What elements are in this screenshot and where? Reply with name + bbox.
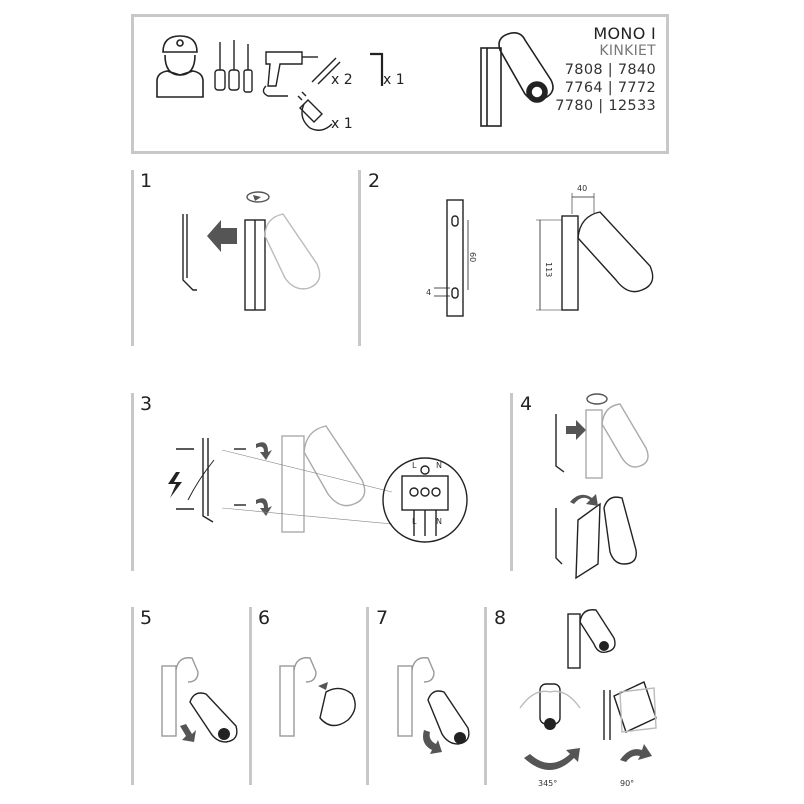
- screw-rotate-icon: [256, 442, 272, 460]
- step-4-divider: [510, 393, 513, 571]
- step-7-illustration: [397, 657, 470, 754]
- product-code-line: 7780 | 12533: [555, 98, 656, 114]
- step-7-divider: [366, 607, 369, 785]
- terminal-label-n: N: [436, 517, 442, 526]
- anchor-icon: [311, 57, 341, 85]
- mounting-bracket: [182, 214, 197, 291]
- terminal-block: [401, 475, 449, 511]
- drill-icon: [262, 51, 318, 97]
- arrow-right-icon: [566, 420, 586, 440]
- dim-spacing: 60: [468, 252, 477, 262]
- terminal-label-n: N: [436, 461, 442, 470]
- step-number: 2: [368, 170, 381, 192]
- lamp-side: [561, 215, 579, 311]
- angle-tilt: 90°: [620, 779, 634, 788]
- step-4-illustration: [555, 393, 649, 580]
- step-8-divider: [484, 607, 487, 785]
- dim-offset: 4: [426, 288, 431, 297]
- header-box: [131, 14, 669, 154]
- terminal-label-l: L: [412, 461, 417, 470]
- step-number: 8: [494, 607, 507, 629]
- step-6-illustration: [279, 657, 356, 737]
- step-number: 7: [376, 607, 389, 629]
- bulb-icon: [297, 91, 333, 131]
- step-number: 4: [520, 393, 533, 415]
- screw-rotate-icon: [256, 498, 272, 516]
- allen-key-icon: [370, 52, 384, 86]
- product-code-line: 7808 | 7840: [564, 62, 656, 78]
- step-8-illustration: [519, 609, 657, 770]
- rotate-arrow-icon: [570, 494, 598, 506]
- step-3-illustration: [168, 425, 468, 543]
- bulb-qty: x 1: [331, 116, 353, 132]
- arrow-up-icon: [423, 730, 442, 754]
- anchors-qty: x 2: [331, 72, 353, 88]
- step-2-illustration: [434, 193, 654, 317]
- product-name: MONO I: [593, 24, 656, 43]
- step-1-divider: [131, 170, 134, 346]
- screwdrivers-icon: [214, 40, 253, 93]
- bracket-front: [446, 199, 464, 317]
- step-1-illustration: [182, 191, 321, 311]
- allen-key-qty: x 1: [383, 72, 405, 88]
- step-2-divider: [358, 170, 361, 346]
- product-code-line: 7764 | 7772: [564, 80, 656, 96]
- rotate-icon: [253, 195, 261, 201]
- installer-icon: [156, 35, 204, 98]
- arrow-left-icon: [207, 220, 237, 252]
- tilt-90-icon: [620, 744, 652, 762]
- arrow-down-icon: [180, 724, 196, 742]
- step-3-divider: [131, 393, 134, 571]
- mounting-bracket: [202, 438, 214, 523]
- step-5-illustration: [161, 657, 238, 743]
- terminal-label-l: L: [412, 517, 417, 526]
- step-number: 6: [258, 607, 271, 629]
- step-5-divider: [131, 607, 134, 785]
- electricity-icon: [168, 472, 182, 498]
- angle-rotation: 345°: [538, 779, 557, 788]
- dim-width: 40: [577, 184, 587, 193]
- dim-height: 113: [544, 262, 553, 277]
- step-number: 1: [140, 170, 153, 192]
- rotate-345-icon: [524, 748, 580, 770]
- step-number: 5: [140, 607, 153, 629]
- bulb-insert-icon: [318, 682, 328, 690]
- product-lamp-icon: [480, 32, 554, 127]
- product-type: KINKIET: [599, 43, 656, 59]
- terminal-detail-circle: [382, 457, 468, 543]
- step-6-divider: [249, 607, 252, 785]
- step-number: 3: [140, 393, 153, 415]
